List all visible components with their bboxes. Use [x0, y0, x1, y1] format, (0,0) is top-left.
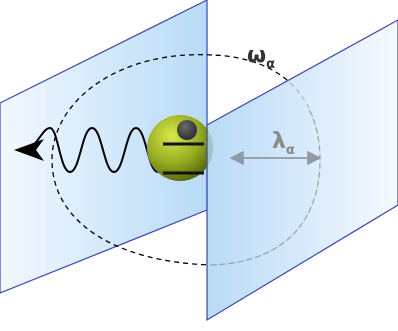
lambda-symbol: λ: [272, 129, 286, 154]
lambda-label: λα: [272, 129, 295, 158]
cavity-mode-ellipse-front: [211, 107, 321, 266]
omega-subscript: α: [266, 57, 275, 72]
lambda-subscript: α: [286, 143, 295, 158]
photon-wave: [23, 126, 169, 174]
photon-arrow-head: [14, 139, 44, 161]
cavity-mode-ellipse: [51, 54, 321, 266]
omega-label: ωα: [247, 43, 275, 72]
omega-symbol: ω: [247, 43, 266, 68]
right-mirror: [206, 19, 398, 322]
electron: [177, 120, 197, 140]
